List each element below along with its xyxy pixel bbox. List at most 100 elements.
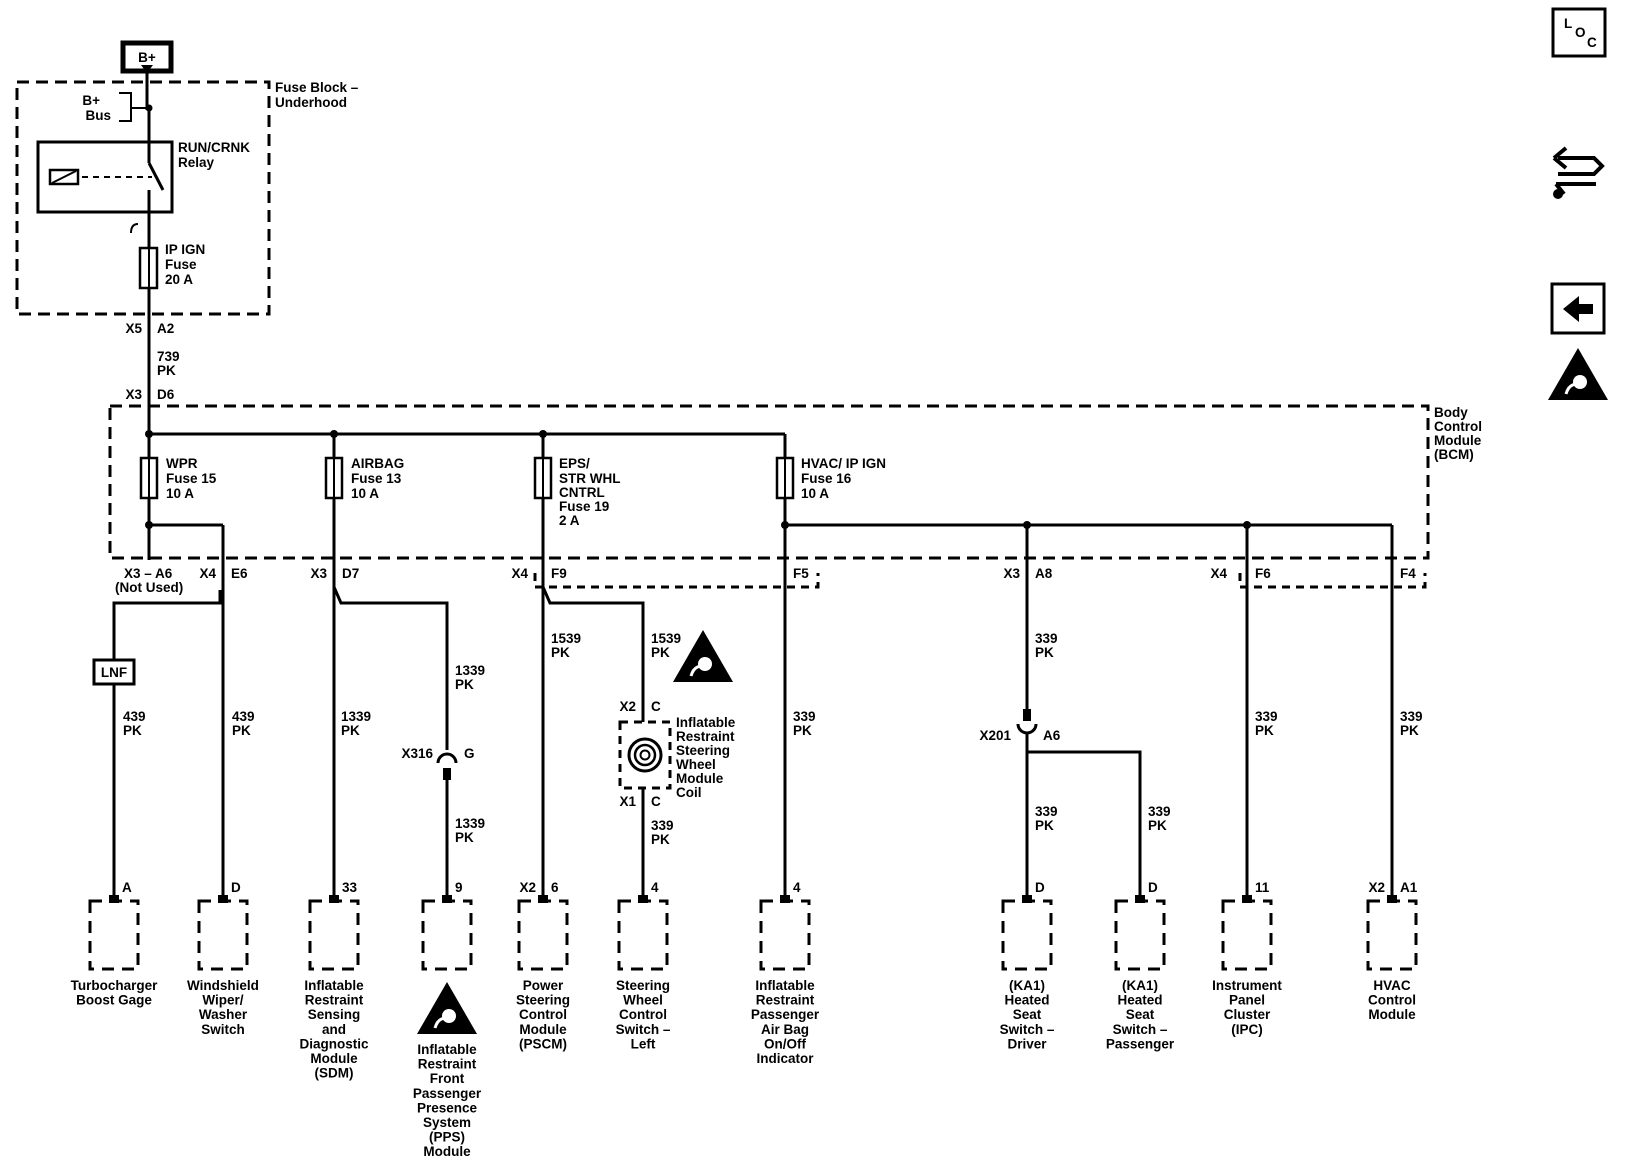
component-label: Restraint (756, 993, 815, 1008)
terminal (1242, 895, 1252, 903)
x316-pin: G (464, 746, 475, 761)
component-label: (IPC) (1231, 1022, 1263, 1037)
component-pin: A1 (1400, 880, 1418, 895)
terminal (109, 895, 119, 903)
svg-text:Steering: Steering (676, 743, 730, 758)
component-label: (SDM) (315, 1066, 354, 1081)
svg-text:PK: PK (793, 723, 812, 738)
component-label: Sensing (308, 1007, 361, 1022)
svg-text:PK: PK (341, 723, 360, 738)
svg-text:X3: X3 (1003, 566, 1020, 581)
bcm-pin-a8: A8 (1035, 566, 1053, 581)
fuse-15-label: WPR (166, 456, 198, 471)
component-label: Heated (1117, 993, 1162, 1008)
svg-text:PK: PK (455, 830, 474, 845)
svg-text:STR WHL: STR WHL (559, 471, 621, 486)
wire-1539-a: 1539 (551, 631, 581, 646)
bcm-label: Body (1434, 405, 1468, 420)
component-label: Inflatable (304, 978, 364, 993)
component-label: Passenger (751, 1007, 820, 1022)
coil-label: Inflatable (676, 715, 736, 730)
connector-wrench-icon[interactable] (1552, 146, 1605, 199)
wire-339-indicator: 339 (793, 709, 816, 724)
component-label: Module (519, 1022, 567, 1037)
svg-text:10 A: 10 A (351, 486, 379, 501)
component-label: Heated (1004, 993, 1049, 1008)
component-label: System (423, 1115, 471, 1130)
component-pin: D (231, 880, 241, 895)
back-arrow-button[interactable] (1550, 282, 1606, 335)
component-label: and (322, 1022, 346, 1037)
component-label: Driver (1007, 1036, 1047, 1051)
component-3: 9InflatableRestraintFrontPassengerPresen… (413, 880, 482, 1159)
component-box (308, 899, 360, 971)
svg-text:X4: X4 (199, 566, 216, 581)
bcm-pin-f9: F9 (551, 566, 567, 581)
terminal (638, 895, 648, 903)
component-label: Control (1368, 993, 1416, 1008)
component-label: Turbocharger (71, 978, 159, 993)
svg-text:PK: PK (232, 723, 251, 738)
wire-1539-b: 1539 (651, 631, 681, 646)
svg-text:Module: Module (1434, 433, 1482, 448)
component-label: (KA1) (1009, 978, 1045, 993)
run-crank-relay (36, 140, 174, 214)
terminal (218, 895, 228, 903)
component-pin: 33 (342, 880, 358, 895)
component-label: Control (519, 1007, 567, 1022)
svg-text:PK: PK (1148, 818, 1167, 833)
svg-text:PK: PK (455, 677, 474, 692)
wire-339-ipc: 339 (1255, 709, 1278, 724)
svg-text:Underhood: Underhood (275, 95, 347, 110)
component-label: Diagnostic (299, 1036, 369, 1051)
terminal (538, 895, 548, 903)
component-label: Module (310, 1051, 358, 1066)
bcm-input-connector: X3 (125, 387, 142, 402)
bcm-pin-d7: D7 (342, 566, 359, 581)
component-label: Windshield (187, 978, 259, 993)
component-label: Cluster (1224, 1007, 1271, 1022)
airbag-warning-icon (417, 982, 477, 1034)
bcm-boundary (108, 404, 1430, 560)
bcm-pin-e6: E6 (231, 566, 248, 581)
terminal (1022, 895, 1032, 903)
component-label: Seat (1013, 1007, 1042, 1022)
terminal (442, 895, 452, 903)
svg-text:PK: PK (123, 723, 142, 738)
component-label: Restraint (305, 993, 364, 1008)
svg-text:20 A: 20 A (165, 272, 193, 287)
coil-top-connector: X2 (619, 699, 636, 714)
locator-o: O (1575, 25, 1586, 40)
component-box (1001, 899, 1053, 971)
component-box (759, 899, 811, 971)
svg-text:10 A: 10 A (166, 486, 194, 501)
component-pin: A (122, 880, 132, 895)
locator-button[interactable]: L O C (1551, 7, 1607, 58)
svg-text:2 A: 2 A (559, 513, 580, 528)
svg-text:Fuse: Fuse (165, 257, 197, 272)
airbag-warning-icon[interactable] (1548, 348, 1608, 400)
svg-text:Coil: Coil (676, 785, 702, 800)
component-pin: D (1035, 880, 1045, 895)
fuse-block-connector: X5 (125, 321, 142, 336)
wire-1339-a: 1339 (341, 709, 371, 724)
component-label: Panel (1229, 993, 1265, 1008)
component-label: Inflatable (755, 978, 815, 993)
x316-connector: X316 (401, 746, 433, 761)
component-label: On/Off (764, 1036, 806, 1051)
svg-text:Restraint: Restraint (676, 729, 735, 744)
component-label: Instrument (1212, 978, 1282, 993)
component-connector: X2 (1368, 880, 1385, 895)
svg-text:Control: Control (1434, 419, 1482, 434)
bus-label: B+ (82, 93, 100, 108)
component-label: Air Bag (761, 1022, 809, 1037)
component-box (517, 899, 569, 971)
component-label: Module (423, 1144, 471, 1159)
